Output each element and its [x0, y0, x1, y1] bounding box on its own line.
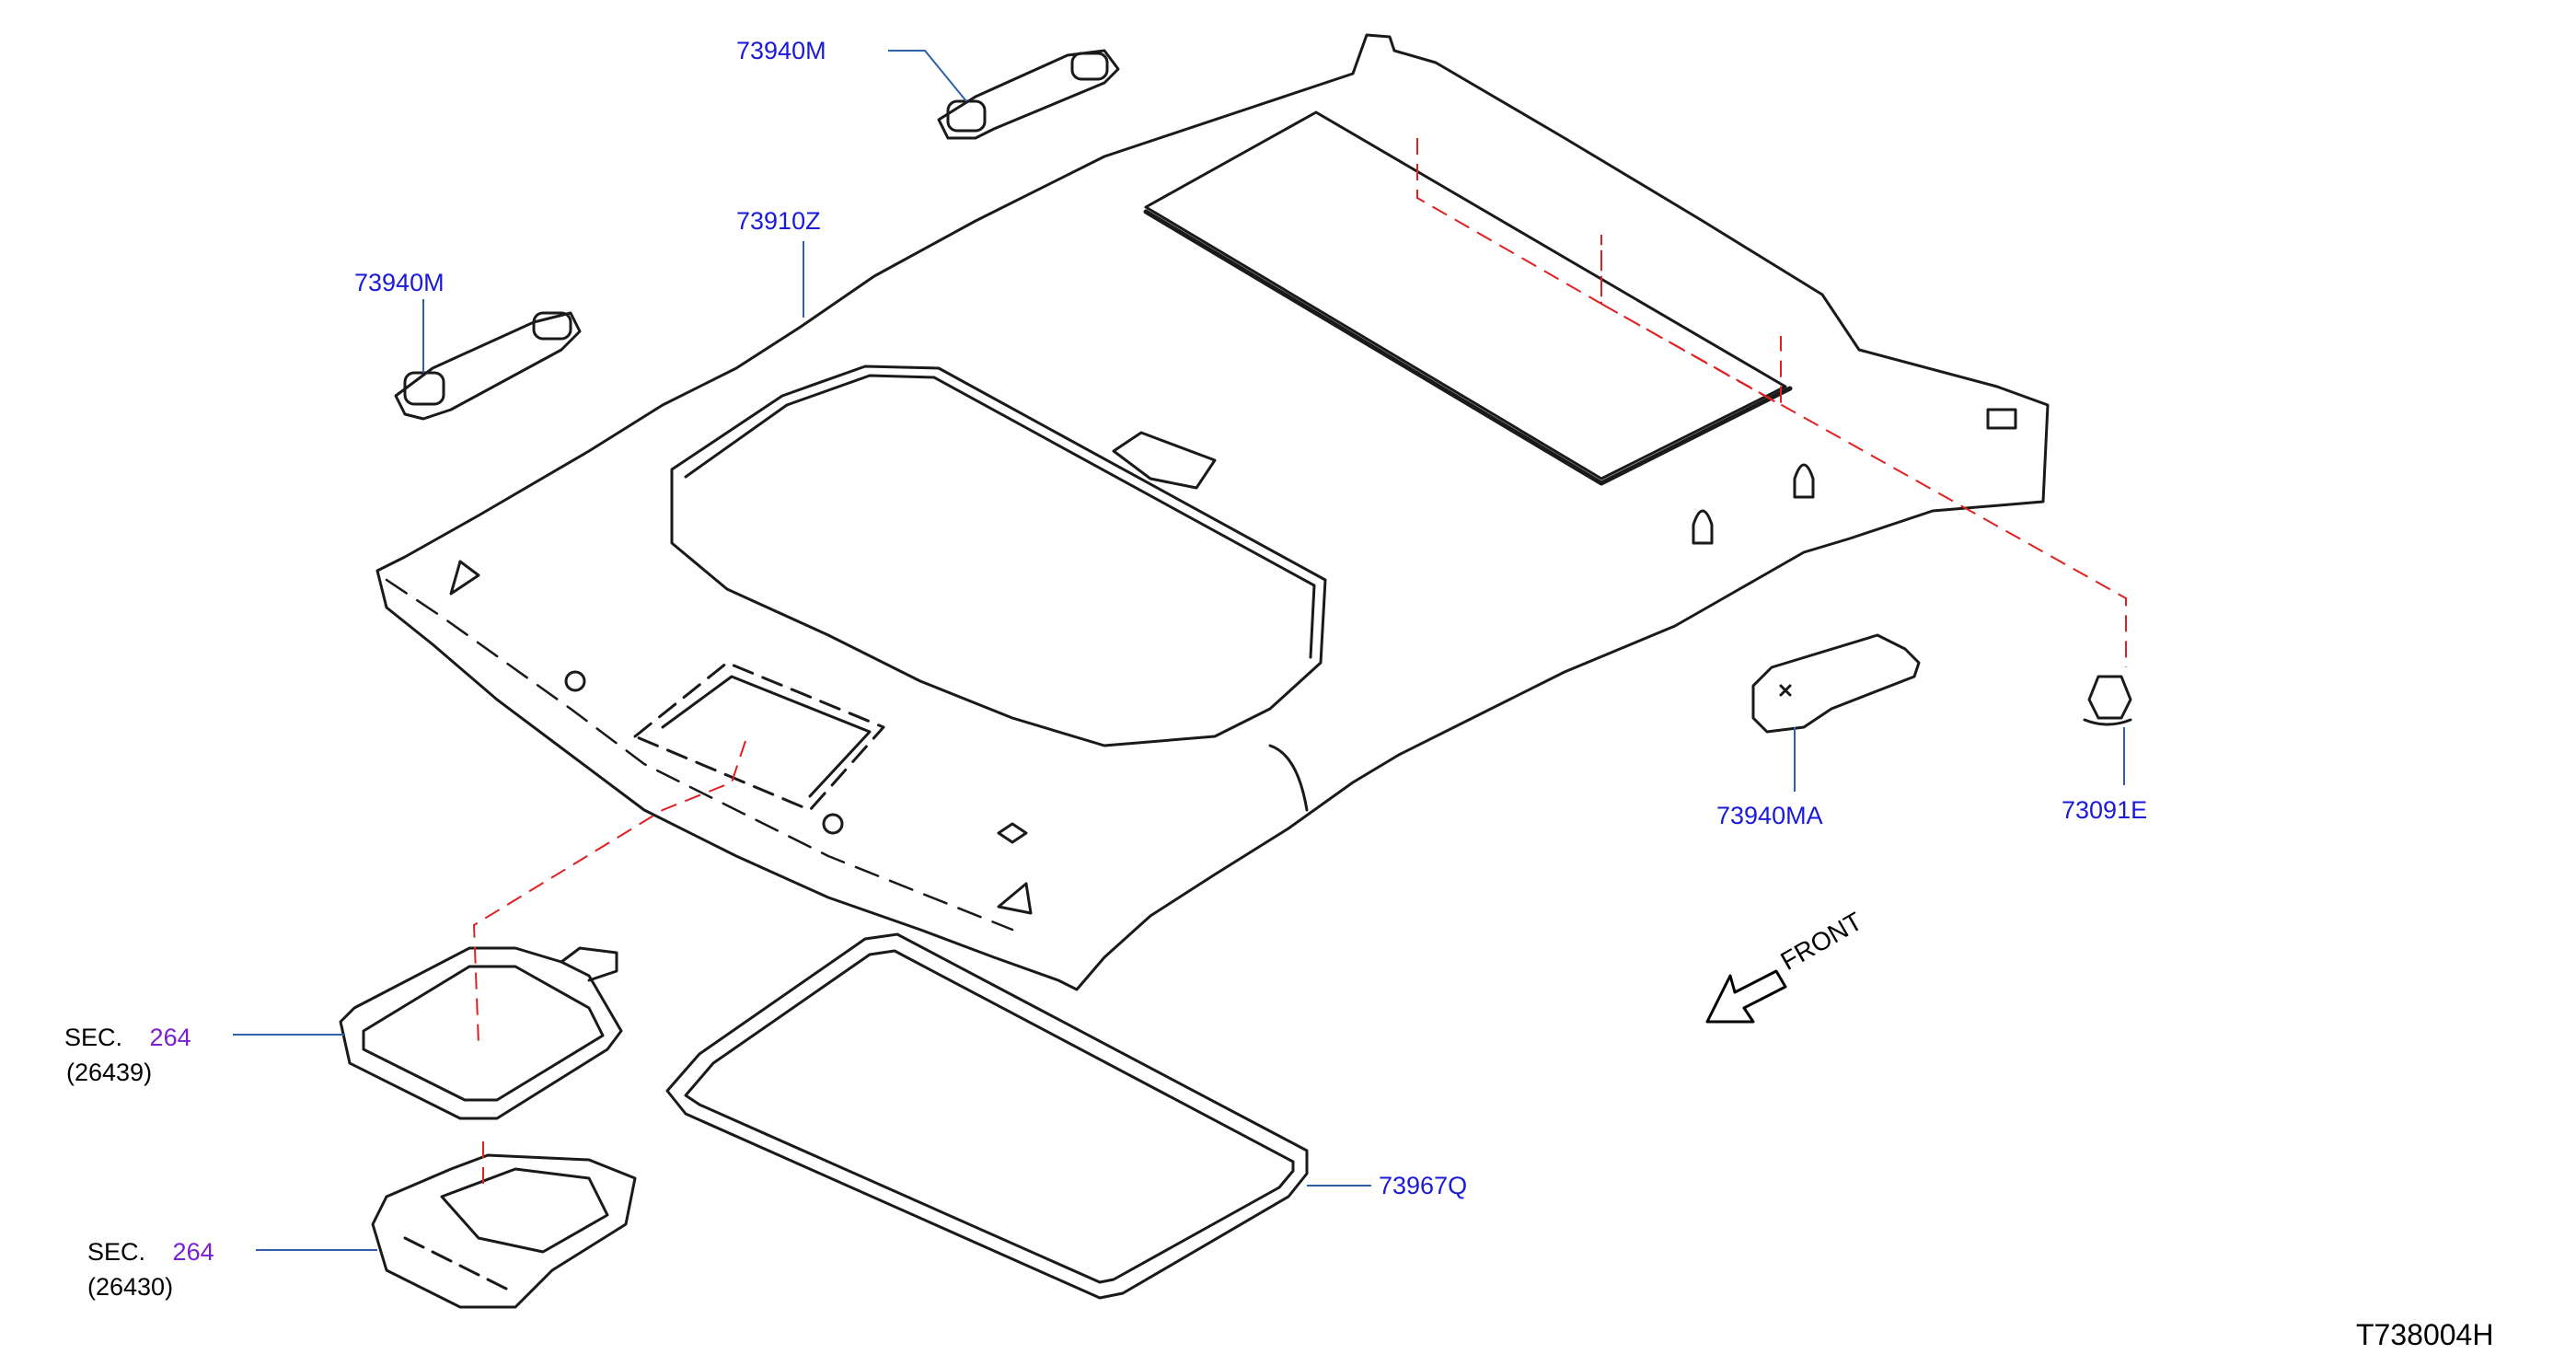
- front-arrow-icon: [1705, 969, 1787, 1024]
- headlining-panel[interactable]: [375, 33, 2050, 991]
- section-sub-26430: (26430): [87, 1273, 174, 1301]
- assist-grip-top[interactable]: [937, 49, 1120, 140]
- dashed-clip-line: [1416, 138, 2127, 667]
- sunroof-seal[interactable]: [665, 932, 1309, 1300]
- section-ref-26430[interactable]: SEC. 264: [87, 1238, 214, 1266]
- section-number[interactable]: 264: [172, 1238, 214, 1266]
- callout-73091e[interactable]: 73091E: [2062, 796, 2148, 824]
- section-ref-26439[interactable]: SEC. 264: [64, 1024, 191, 1051]
- callout-73910z[interactable]: 73910Z: [736, 207, 821, 235]
- section-prefix: SEC.: [64, 1024, 123, 1051]
- callout-73967q[interactable]: 73967Q: [1379, 1172, 1468, 1199]
- dashed-lamp-line: [472, 740, 746, 1046]
- leader-grip-top: [888, 50, 967, 102]
- callout-73940ma[interactable]: 73940MA: [1716, 802, 1823, 829]
- map-lamp-26430[interactable]: [371, 1153, 637, 1309]
- lamp-bezel-26439[interactable]: [339, 946, 623, 1120]
- diagram-id: T738004H: [2356, 1318, 2494, 1351]
- callout-73940m-top[interactable]: 73940M: [736, 37, 826, 64]
- section-prefix: SEC.: [87, 1238, 146, 1266]
- assist-grip-right[interactable]: [1751, 633, 1921, 734]
- section-number[interactable]: 264: [149, 1024, 191, 1051]
- section-sub-26439: (26439): [66, 1059, 153, 1086]
- callout-73940m-left[interactable]: 73940M: [354, 269, 445, 296]
- clip-73091e[interactable]: [2083, 675, 2132, 726]
